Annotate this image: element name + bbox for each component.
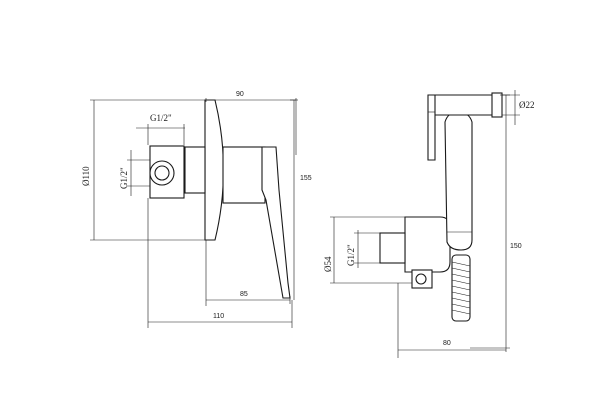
spray-kit-valve-knob	[415, 273, 427, 285]
spray-kit-head	[431, 94, 501, 116]
spray-kit-nozzle	[491, 92, 503, 118]
dim-thread-left-label: G1/2"	[119, 167, 129, 189]
spray-kit-outlet-connector	[379, 232, 406, 264]
mixer-body	[184, 146, 206, 194]
mixer-dimensions: 90 155 Ø110 G1/2" G1/2" 85 110	[81, 91, 312, 328]
dim-90-label: 90	[236, 91, 244, 98]
dim-diameter-110-label: Ø110	[81, 166, 91, 186]
mixer-side-view	[149, 99, 291, 299]
mixer-inlet-port-inner	[154, 165, 170, 181]
dim-80-label: 80	[443, 340, 451, 347]
spray-kit-bracket	[427, 94, 436, 161]
spray-kit-handle	[444, 111, 473, 251]
dim-155-label: 155	[300, 175, 312, 182]
dim-150-label: 150	[510, 243, 522, 250]
dim-85-label: 85	[240, 291, 248, 298]
spray-kit-view	[379, 92, 503, 322]
dim-thread-top-label: G1/2"	[150, 113, 172, 123]
spray-kit-hose-ribs	[451, 261, 471, 315]
dim-thread-right-label: G1/2"	[346, 244, 356, 266]
mixer-cartridge	[222, 146, 266, 204]
dim-diameter-54-label: Ø54	[323, 256, 333, 272]
mixer-wall-plate	[204, 99, 225, 241]
spray-kit-wall-outlet	[404, 216, 451, 273]
mixer-lever	[261, 146, 291, 299]
dim-110-label: 110	[213, 313, 224, 320]
spray-kit-dimensions: Ø22 150 Ø54 G1/2" 80	[323, 90, 535, 358]
dim-diameter-22-label: Ø22	[519, 100, 535, 110]
